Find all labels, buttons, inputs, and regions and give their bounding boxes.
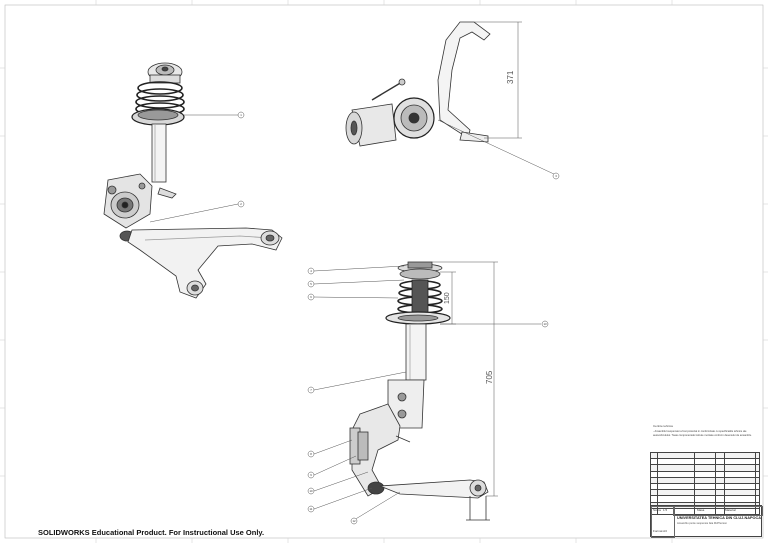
dimension-705: 705	[485, 370, 494, 384]
balloon-label: 13	[543, 322, 547, 326]
mass-label: Masa	[697, 508, 705, 512]
material-label: Material	[725, 508, 736, 512]
drawing-title: Ansamblu punte suspensie fata McPherson	[677, 522, 728, 525]
balloon-label: 2	[240, 202, 242, 206]
balloon-label: 6	[310, 295, 312, 299]
balloons	[237, 111, 560, 525]
balloon-label: 9	[310, 473, 312, 477]
balloon-label: 11	[310, 507, 313, 511]
solidworks-watermark: SOLIDWORKS Educational Product. For Inst…	[38, 528, 265, 537]
top-view	[345, 21, 557, 176]
bill-of-materials	[650, 451, 760, 515]
isometric-view	[103, 62, 283, 299]
dimension-371: 371	[506, 70, 515, 84]
technical-notes: Cerinte tehnice - Ansamblul suspensiei a…	[653, 424, 753, 437]
table-row	[650, 507, 760, 515]
balloon-label: 1	[240, 113, 242, 117]
notes-title: Cerinte tehnice	[653, 424, 674, 428]
balloon-label: 10	[309, 489, 313, 493]
title-block: Scara 1:5 Format A3 Masa Material UNIVER…	[650, 505, 763, 538]
notes-text: - Ansamblul suspensiei a fost proiectat …	[653, 430, 752, 437]
dimension-150: 150	[444, 292, 451, 304]
table-row	[650, 482, 760, 491]
balloon-label: 5	[310, 282, 312, 286]
balloon-label: 4	[310, 269, 312, 273]
sheet-format: Format A3	[653, 529, 667, 533]
balloon-label: 8	[310, 452, 312, 456]
bom-table	[650, 451, 760, 515]
balloon-label: 12	[352, 519, 356, 523]
balloon-label: 3	[555, 174, 557, 178]
scale-label: Scara	[653, 508, 661, 512]
university-name: UNIVERSITATEA TEHNICA DIN CLUJ-NAPOCA	[677, 516, 761, 520]
scale-value: 1:5	[663, 508, 668, 512]
balloon-label: 7	[310, 388, 312, 392]
front-view	[313, 261, 541, 521]
